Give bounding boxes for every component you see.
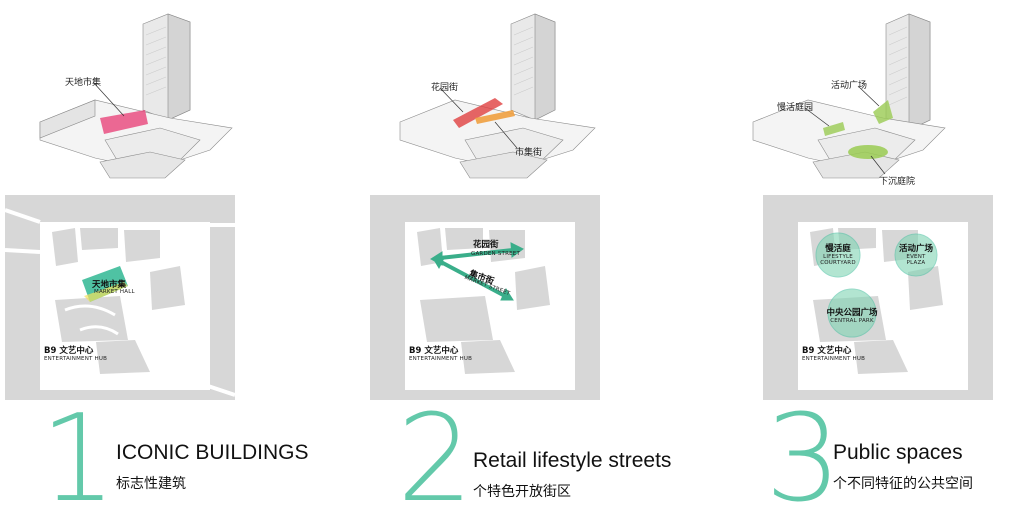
section-title-cn: 个特色开放街区 [473, 484, 571, 500]
lifestyle-courtyard-massing [823, 122, 845, 136]
plan-label-central-cn: 中央公园广场 [826, 308, 878, 318]
panel-iconic-buildings: 天地市集 天地市集 MARKET HALL B9 文艺中心 ENTERTAINM… [0, 0, 341, 520]
plan-label-central: 中央公园广场 CENTRAL PARK [812, 306, 892, 324]
panel-2-graphics [370, 13, 600, 400]
iso-label-lifestyle-courtyard: 慢活庭园 [777, 103, 814, 113]
iso-label-market-hall: 天地市集 [65, 78, 102, 88]
site-plan [4, 195, 236, 400]
plan-label-lifestyle-en1: LIFESTYLE [823, 254, 853, 260]
street-arrows [430, 242, 524, 301]
plan-label-garden-street: 花园街 [473, 240, 499, 250]
section-number: 2 [397, 390, 474, 529]
site-plan [763, 195, 993, 400]
section-title-cn: 标志性建筑 [116, 476, 186, 492]
section-title-en: Retail lifestyle streets [473, 449, 672, 472]
section-title-en: ICONIC BUILDINGS [116, 441, 309, 464]
iso-massing [399, 13, 596, 179]
panel-1-graphics [4, 13, 236, 400]
plan-label-event: 活动广场 EVENT PLAZA [886, 242, 946, 266]
market-street-massing [475, 110, 515, 124]
plan-label-lifestyle-cn: 慢活庭 [825, 244, 851, 254]
plan-label-garden-street-en: GARDEN STREET [471, 251, 521, 257]
plan-label-hub: B9 文艺中心 [409, 346, 459, 356]
plan-label-market-hall-en: MARKET HALL [94, 289, 135, 295]
plan-label-event-cn: 活动广场 [898, 244, 933, 254]
plan-label-hub: B9 文艺中心 [44, 346, 94, 356]
iso-label-event-plaza: 活动广场 [831, 81, 868, 91]
panel-3-graphics [752, 13, 993, 400]
plan-label-hub: B9 文艺中心 [802, 346, 852, 356]
plan-label-hub-en: ENTERTAINMENT HUB [44, 356, 108, 362]
section-title-en: Public spaces [833, 441, 963, 464]
section-number: 3 [765, 390, 842, 529]
plan-label-lifestyle: 慢活庭 LIFESTYLE COURTYARD [808, 242, 868, 266]
sunken-courtyard-massing [848, 145, 888, 159]
event-plaza-massing [873, 100, 893, 124]
iso-label-garden-street: 花园街 [431, 83, 459, 93]
garden-street-massing [453, 98, 503, 128]
panel-public-spaces: 活动广场 慢活庭园 下沉庭院 慢活庭 LIFESTYLE COURTYARD 活… [683, 0, 1024, 520]
iso-massing [39, 13, 233, 179]
plan-label-market-hall: 天地市集 [92, 280, 127, 290]
market-hall-massing [100, 110, 148, 134]
public-space-circles [815, 232, 938, 338]
plan-label-central-en: CENTRAL PARK [830, 318, 874, 324]
section-title-cn: 个不同特征的公共空间 [833, 476, 973, 492]
plan-label-lifestyle-en2: COURTYARD [820, 260, 856, 266]
plan-label-event-en1: EVENT [906, 254, 926, 260]
plan-label-event-en2: PLAZA [906, 260, 926, 266]
panel-retail-streets: 花园街 市集街 花园街 GARDEN STREET 集市街 MARKET STR… [345, 0, 686, 520]
site-plan [370, 195, 600, 400]
iso-label-sunken-courtyard: 下沉庭院 [879, 177, 916, 187]
plan-label-hub-en: ENTERTAINMENT HUB [802, 356, 866, 362]
plan-label-hub-en: ENTERTAINMENT HUB [409, 356, 473, 362]
section-number: 1 [40, 390, 117, 529]
iso-label-market-street: 市集街 [515, 148, 543, 158]
